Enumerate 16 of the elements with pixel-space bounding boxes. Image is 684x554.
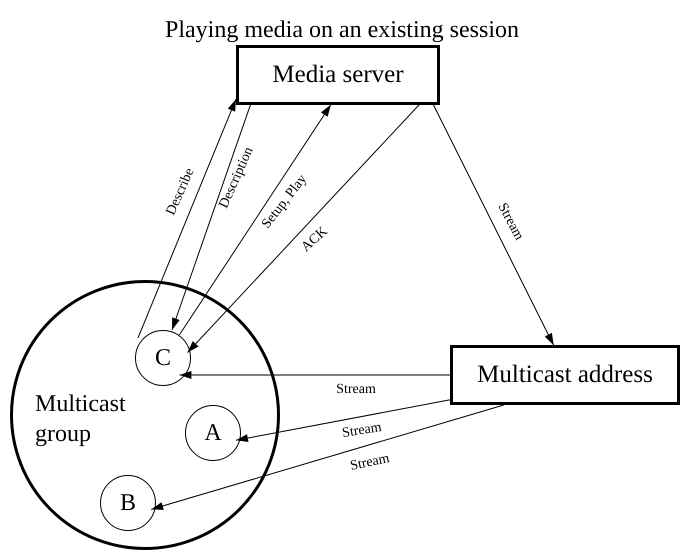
- edge-label: Stream: [336, 382, 376, 398]
- edge-label: Stream: [341, 420, 383, 442]
- arrow: [236, 399, 451, 442]
- group-label: Multicast group: [35, 390, 127, 449]
- arrow: [178, 104, 332, 336]
- arrow: [138, 98, 236, 338]
- process-box: Media server: [236, 45, 440, 105]
- process-box: Multicast address: [450, 345, 680, 405]
- arrow: [150, 404, 504, 510]
- arrow: [178, 371, 450, 379]
- edge-label: Stream: [494, 200, 526, 244]
- edge-label: Stream: [348, 451, 392, 475]
- arrow: [172, 104, 251, 330]
- arrow: [187, 104, 420, 353]
- arrow: [432, 104, 554, 346]
- diagram-title: Playing media on an existing session: [164, 16, 520, 45]
